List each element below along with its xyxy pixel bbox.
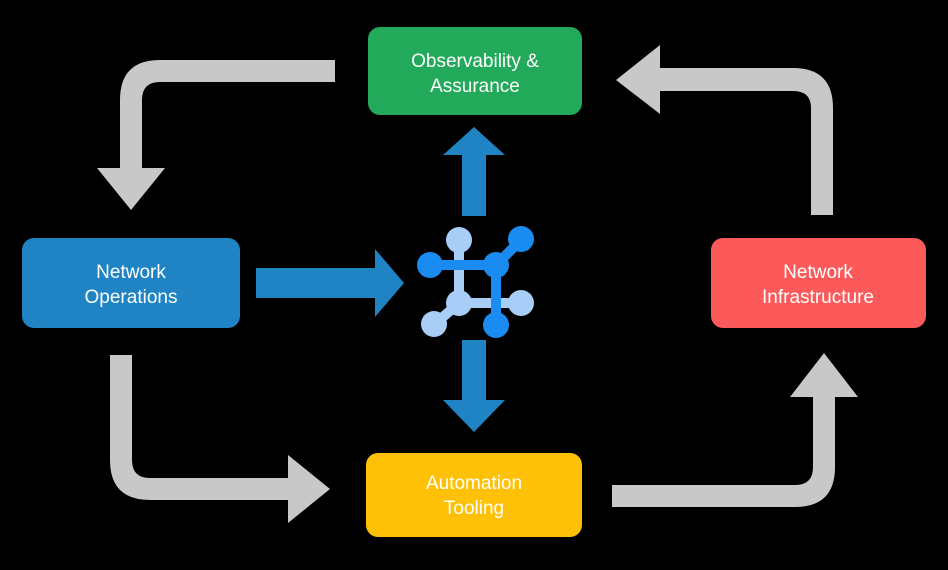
node-network-infrastructure[interactable]: Network Infrastructure bbox=[711, 238, 926, 328]
arrow-observability-to-operations bbox=[97, 60, 335, 210]
arrow-operations-to-automation bbox=[110, 355, 330, 523]
blue-arrow-up bbox=[443, 127, 505, 216]
node-observability-assurance[interactable]: Observability & Assurance bbox=[368, 27, 582, 115]
arrow-infrastructure-to-observability bbox=[616, 45, 833, 215]
gray-arrow-path-top-left bbox=[97, 60, 335, 210]
node-network-operations[interactable]: Network Operations bbox=[22, 238, 240, 328]
gray-arrow-path-bottom-right bbox=[612, 353, 858, 507]
topology-nodes-light bbox=[421, 227, 534, 337]
arrow-center-to-observability bbox=[443, 127, 505, 216]
arrow-automation-to-infrastructure bbox=[612, 353, 858, 507]
node-box-automation-tooling[interactable] bbox=[366, 453, 582, 537]
blue-arrow-right bbox=[256, 249, 404, 317]
blue-arrow-down bbox=[443, 340, 505, 432]
arrow-operations-to-center bbox=[256, 249, 404, 317]
topology-nodes-dark bbox=[417, 226, 534, 338]
node-box-network-infrastructure[interactable] bbox=[711, 238, 926, 328]
node-box-observability[interactable] bbox=[368, 27, 582, 115]
gray-arrow-path-bottom-left bbox=[110, 355, 330, 523]
network-topology-icon bbox=[417, 226, 534, 338]
node-automation-tooling[interactable]: Automation Tooling bbox=[366, 453, 582, 537]
node-box-network-operations[interactable] bbox=[22, 238, 240, 328]
gray-arrow-path-top-right bbox=[616, 45, 833, 215]
arrow-center-to-automation bbox=[443, 340, 505, 432]
